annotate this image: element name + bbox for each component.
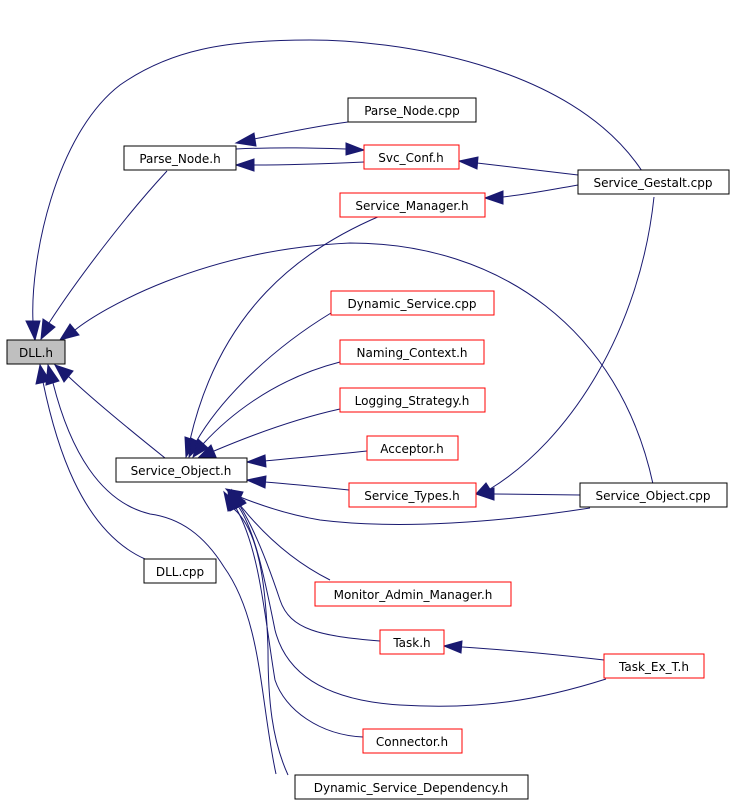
- node-acceptor-h[interactable]: Acceptor.h: [366, 435, 459, 461]
- node-task-h[interactable]: Task.h: [379, 629, 445, 655]
- node-dll-cpp-label: DLL.cpp: [156, 565, 204, 579]
- node-dll-h-label: DLL.h: [19, 346, 53, 360]
- edge-service-gestalt-cpp-to-dll-h: [25, 39, 643, 342]
- node-dynamic-service-cpp-label: Dynamic_Service.cpp: [348, 297, 477, 311]
- edge-task-ex-t-h-to-task-h: [442, 640, 605, 661]
- node-dll-cpp[interactable]: DLL.cpp: [143, 558, 217, 584]
- edge-service-object-cpp-to-dll-h: [58, 242, 654, 485]
- node-service-types-h-label: Service_Types.h: [364, 489, 460, 503]
- edge-service-manager-h-to-service-object-h: [184, 215, 381, 459]
- edge-dynamic-service-dependency-h-to-service-object-h: [223, 490, 289, 776]
- node-task-ex-t-h-label: Task_Ex_T.h: [618, 660, 689, 674]
- node-monitor-admin-manager-h[interactable]: Monitor_Admin_Manager.h: [314, 581, 512, 607]
- node-parse-node-h-label: Parse_Node.h: [139, 152, 220, 166]
- edge-service-object-h-to-dll-h: [53, 364, 166, 459]
- edge-service-gestalt-cpp-to-service-types-h: [474, 196, 655, 495]
- node-connector-h-label: Connector.h: [376, 735, 448, 749]
- edge-parse-node-h-to-svc-conf-h: [235, 142, 366, 156]
- node-parse-node-cpp-label: Parse_Node.cpp: [364, 104, 460, 118]
- node-service-gestalt-cpp[interactable]: Service_Gestalt.cpp: [577, 169, 730, 195]
- node-dynamic-service-dependency-h[interactable]: Dynamic_Service_Dependency.h: [294, 774, 529, 800]
- node-dynamic-service-cpp[interactable]: Dynamic_Service.cpp: [330, 290, 495, 316]
- node-naming-context-h[interactable]: Naming_Context.h: [339, 339, 485, 365]
- node-task-ex-t-h[interactable]: Task_Ex_T.h: [603, 653, 705, 679]
- node-logging-strategy-h-label: Logging_Strategy.h: [355, 394, 470, 408]
- node-monitor-admin-manager-h-label: Monitor_Admin_Manager.h: [334, 588, 493, 602]
- node-service-manager-h[interactable]: Service_Manager.h: [339, 192, 486, 218]
- node-service-manager-h-label: Service_Manager.h: [355, 199, 468, 213]
- node-parse-node-h[interactable]: Parse_Node.h: [123, 145, 237, 171]
- edge-parse-node-cpp-to-parse-node-h: [234, 121, 349, 147]
- node-service-object-h[interactable]: Service_Object.h: [115, 457, 248, 483]
- node-svc-conf-h-label: Svc_Conf.h: [378, 151, 443, 165]
- edge-service-gestalt-cpp-to-svc-conf-h: [457, 156, 579, 176]
- edge-service-object-cpp-to-service-types-h: [474, 487, 581, 501]
- node-service-object-cpp-label: Service_Object.cpp: [595, 489, 710, 503]
- node-logging-strategy-h[interactable]: Logging_Strategy.h: [339, 387, 486, 413]
- node-service-gestalt-cpp-label: Service_Gestalt.cpp: [593, 176, 712, 190]
- node-service-object-cpp[interactable]: Service_Object.cpp: [579, 482, 728, 508]
- edge-service-types-h-to-service-object-h: [245, 475, 350, 491]
- edge-acceptor-h-to-service-object-h: [245, 450, 368, 468]
- node-dll-h[interactable]: DLL.h: [6, 339, 66, 365]
- edge-logging-strategy-h-to-service-object-h: [196, 408, 341, 459]
- node-service-types-h[interactable]: Service_Types.h: [348, 482, 477, 508]
- node-naming-context-h-label: Naming_Context.h: [356, 346, 467, 360]
- edge-naming-context-h-to-service-object-h: [192, 361, 341, 459]
- edge-dynamic-service-dependency-h-to-dll-h: [45, 363, 277, 775]
- edge-parse-node-h-to-dll-h: [40, 170, 168, 341]
- edge-svc-conf-h-to-parse-node-h: [234, 158, 365, 172]
- node-service-object-h-label: Service_Object.h: [131, 464, 232, 478]
- edge-service-gestalt-cpp-to-service-manager-h: [483, 184, 579, 205]
- node-parse-node-cpp[interactable]: Parse_Node.cpp: [347, 97, 477, 123]
- edge-dynamic-service-cpp-to-service-object-h: [188, 312, 332, 459]
- node-task-h-label: Task.h: [392, 636, 430, 650]
- node-dynamic-service-dependency-h-label: Dynamic_Service_Dependency.h: [314, 781, 509, 795]
- node-acceptor-h-label: Acceptor.h: [380, 442, 444, 456]
- node-connector-h[interactable]: Connector.h: [362, 728, 463, 754]
- node-svc-conf-h[interactable]: Svc_Conf.h: [363, 144, 460, 170]
- edge-task-h-to-service-object-h: [231, 488, 381, 642]
